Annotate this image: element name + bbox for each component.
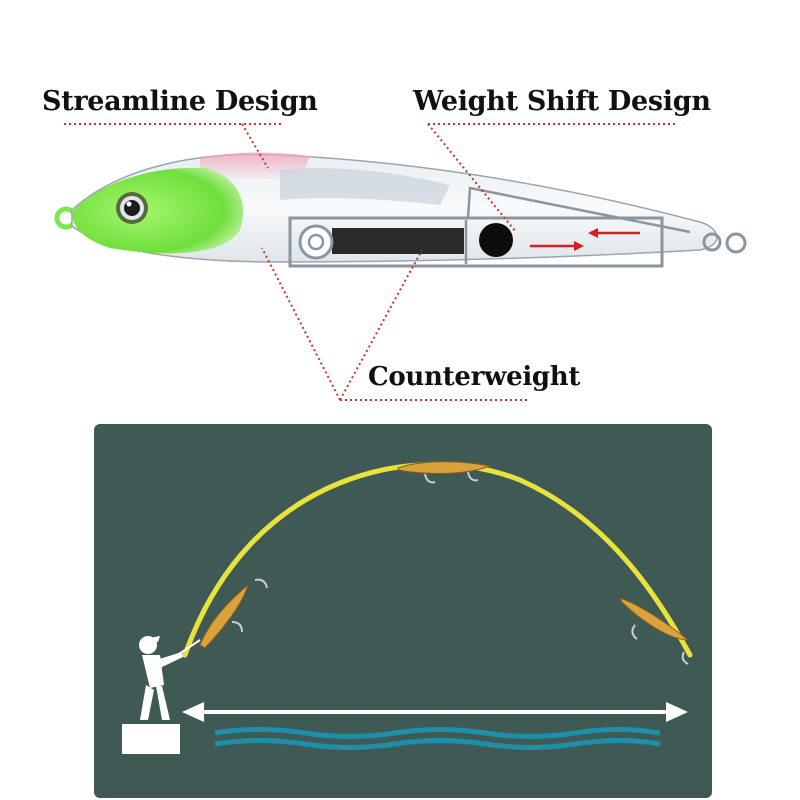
streamline-design-label: Streamline Design (42, 86, 318, 117)
weight-ball-icon (479, 223, 513, 257)
arrow-right-icon (666, 702, 688, 722)
lure-right-icon (619, 597, 690, 665)
lure-diagram (54, 123, 747, 401)
casting-panel (94, 424, 712, 798)
weight-shift-design-label: Weight Shift Design (413, 86, 711, 117)
inner-ring-icon (298, 224, 334, 260)
water-wave (214, 738, 661, 750)
weight-chamber (288, 216, 664, 268)
water-wave (214, 727, 661, 739)
arrow-right-icon (574, 241, 584, 251)
arrow-left-icon (588, 228, 598, 238)
counterweight-bar (332, 228, 464, 254)
angler-icon (139, 636, 201, 720)
lure-head (72, 167, 244, 254)
cast-arc (182, 462, 693, 658)
platform (122, 724, 180, 754)
arrow-left-icon (182, 702, 204, 722)
lure-top-icon (397, 461, 492, 484)
tail-eyelet-icon (725, 232, 747, 254)
counterweight-label: Counterweight (368, 362, 581, 392)
lure-left-icon (199, 578, 268, 649)
